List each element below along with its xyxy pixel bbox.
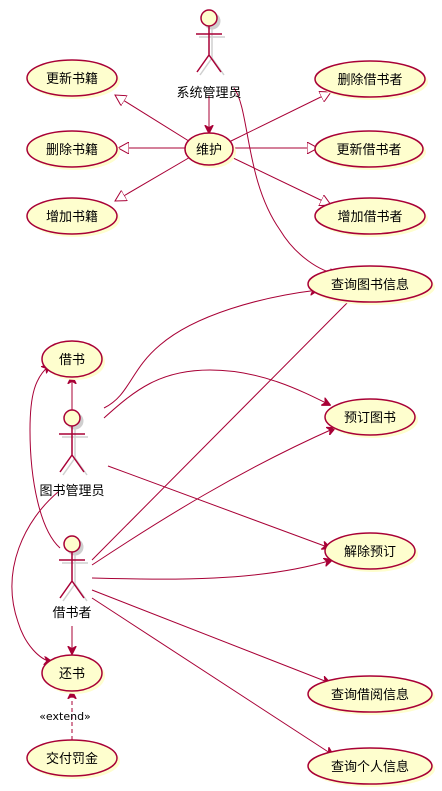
usecase-label: 删除书籍	[46, 142, 98, 158]
usecase-label: 交付罚金	[46, 751, 98, 767]
usecase-borrow[interactable]: 借书	[41, 340, 105, 380]
usecase-label: 借书	[59, 353, 85, 368]
usecase-label: 维护	[196, 143, 222, 158]
edge-borrower-reserve	[91, 428, 335, 566]
actor-system-admin[interactable]: 系统管理员	[176, 9, 242, 101]
usecase-cancel-reserve[interactable]: 解除预订	[324, 532, 418, 572]
usecase-label: 解除预订	[344, 545, 396, 560]
extend-label: «extend»	[39, 710, 91, 723]
usecase-label: 查询借阅信息	[331, 687, 409, 703]
edge-librarian-return	[11, 491, 59, 662]
usecase-update-borrower[interactable]: 更新借书者	[314, 130, 426, 170]
usecase-reserve[interactable]: 预订图书	[324, 398, 418, 438]
usecase-query-book[interactable]: 查询图书信息	[307, 265, 435, 305]
edge-admin-query-book	[233, 87, 338, 274]
usecase-return-book[interactable]: 还书	[41, 654, 105, 694]
usecase-update-book[interactable]: 更新书籍	[26, 59, 120, 99]
usecase-add-borrower[interactable]: 增加借书者	[314, 197, 428, 237]
actor-label: 系统管理员	[176, 86, 241, 101]
edge-librarian-query-book	[103, 290, 318, 409]
usecase-query-borrow[interactable]: 查询借阅信息	[307, 675, 435, 715]
usecase-add-book[interactable]: 增加书籍	[26, 197, 120, 237]
usecase-maintain[interactable]: 维护	[184, 132, 236, 168]
edge-borrower-borrow	[29, 365, 61, 549]
usecase-label: 查询图书信息	[331, 277, 409, 293]
usecase-label: 增加借书者	[337, 210, 402, 225]
actor-label: 借书者	[52, 606, 91, 621]
edge-maintain-add-borrower	[228, 155, 331, 205]
usecase-label: 删除借书者	[337, 73, 402, 88]
edge-maintain-add-book	[115, 155, 193, 201]
edge-borrower-query-personal	[91, 597, 333, 755]
usecase-label: 增加书籍	[46, 209, 98, 225]
usecase-label: 还书	[59, 667, 85, 682]
usecase-label: 更新借书者	[336, 142, 401, 158]
usecase-delete-borrower[interactable]: 删除借书者	[314, 60, 428, 100]
edge-borrower-query-borrow	[91, 589, 330, 683]
edge-borrower-cancel	[91, 560, 332, 580]
edge-maintain-update-book	[115, 95, 193, 144]
usecase-query-personal[interactable]: 查询个人信息	[307, 747, 435, 787]
edge-librarian-reserve	[103, 369, 330, 419]
edge-librarian-cancel	[107, 465, 330, 548]
usecase-delete-book[interactable]: 删除书籍	[26, 130, 120, 170]
actor-librarian[interactable]: 图书管理员	[39, 409, 105, 499]
edge-borrower-query-book	[91, 295, 355, 561]
usecase-pay-fine[interactable]: 交付罚金	[26, 739, 120, 779]
usecase-label: 预订图书	[344, 411, 396, 426]
actor-label: 图书管理员	[39, 484, 104, 499]
usecase-label: 更新书籍	[46, 71, 98, 87]
edge-maintain-delete-borrower	[228, 92, 331, 143]
actor-borrower[interactable]: 借书者	[52, 535, 92, 621]
edges: «extend»	[11, 87, 355, 755]
usecase-label: 查询个人信息	[331, 759, 409, 775]
